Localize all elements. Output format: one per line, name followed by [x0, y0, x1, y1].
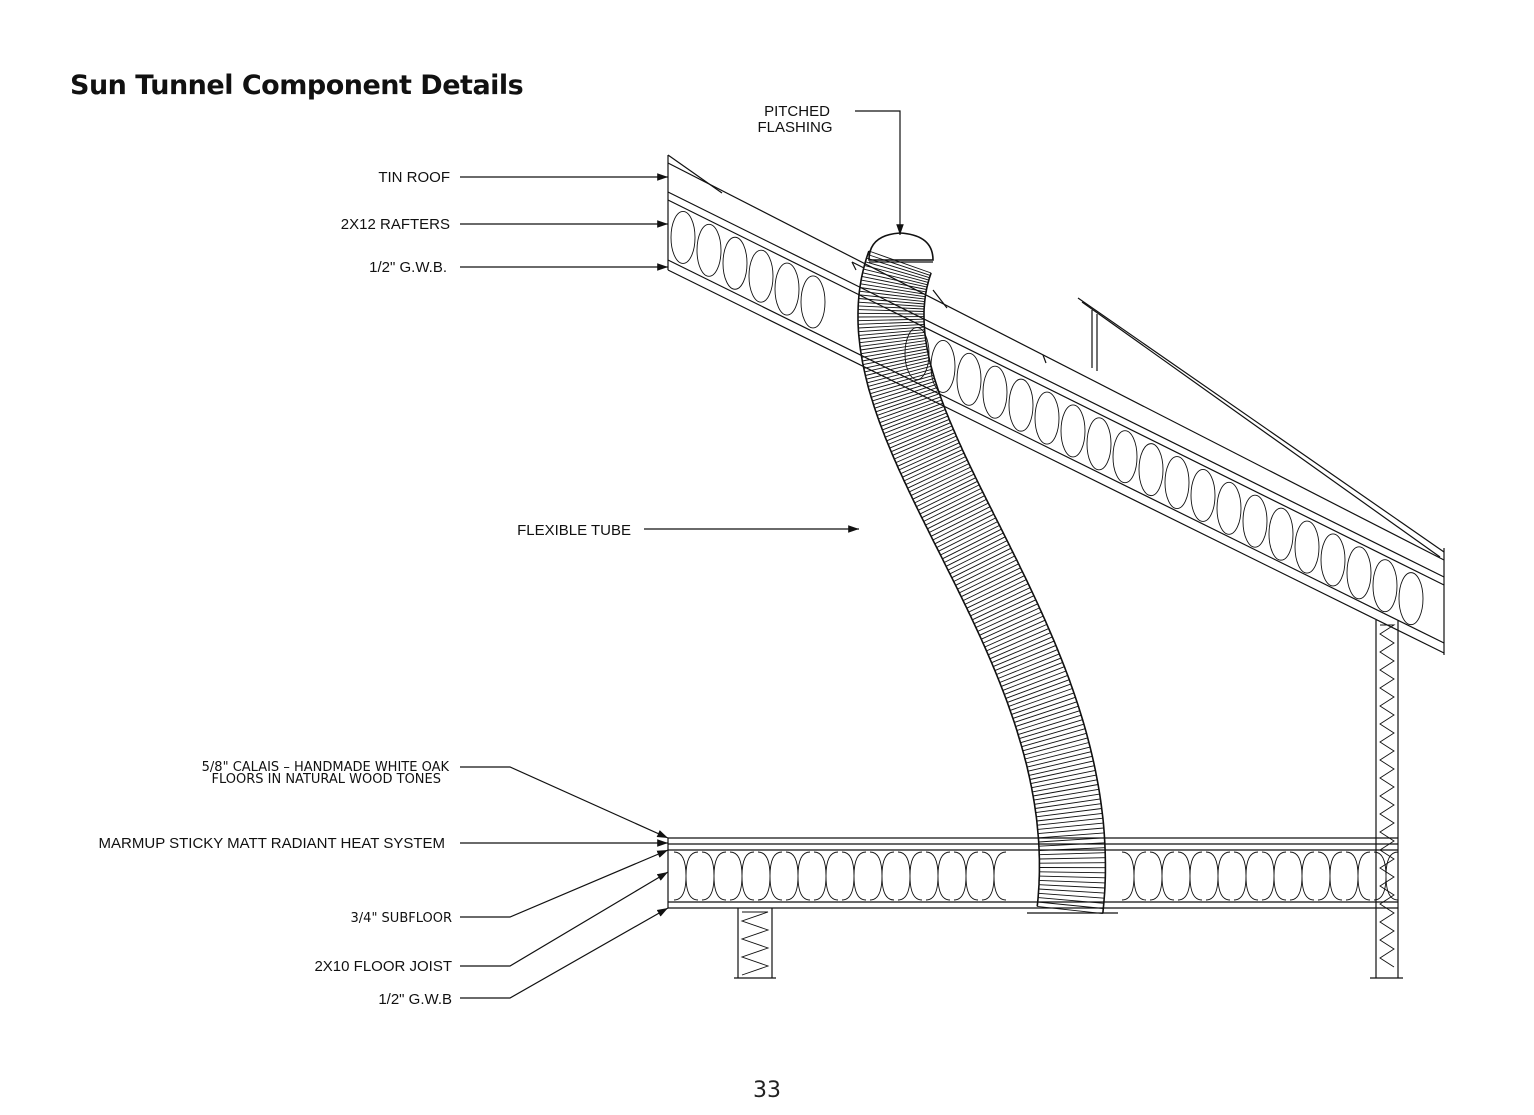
- label-tin-roof: TIN ROOF: [378, 169, 450, 186]
- floor-assembly: [667, 837, 1399, 909]
- page-title: Sun Tunnel Component Details: [70, 70, 524, 101]
- label-floors-line2: FLOORS IN NATURAL WOOD TONES: [212, 772, 442, 787]
- label-rafters: 2X12 RAFTERS: [341, 216, 450, 233]
- label-radiant-heat: MARMUP STICKY MATT RADIANT HEAT SYSTEM: [99, 835, 445, 852]
- label-pitched-flashing-line1: PITCHED: [764, 103, 830, 120]
- roof-assembly: [667, 154, 1445, 655]
- page-number: 33: [753, 1078, 781, 1103]
- label-pitched-flashing-line2: FLASHING: [757, 119, 832, 136]
- label-gwb-roof: 1/2" G.W.B.: [369, 259, 447, 276]
- pitched-flashing-dome: [851, 232, 948, 309]
- label-gwb-floor: 1/2" G.W.B: [378, 991, 452, 1008]
- label-floors-line1: 5/8" CALAIS – HANDMADE WHITE OAK: [202, 760, 450, 775]
- leaders: [460, 110, 904, 999]
- wall-studs: [734, 620, 1403, 979]
- roof-railing: [1077, 297, 1445, 558]
- label-subfloor: 3/4" SUBFLOOR: [351, 911, 452, 926]
- label-floor-joist: 2X10 FLOOR JOIST: [314, 958, 452, 975]
- flexible-tube: [857, 250, 1118, 915]
- label-flexible-tube: FLEXIBLE TUBE: [517, 522, 631, 539]
